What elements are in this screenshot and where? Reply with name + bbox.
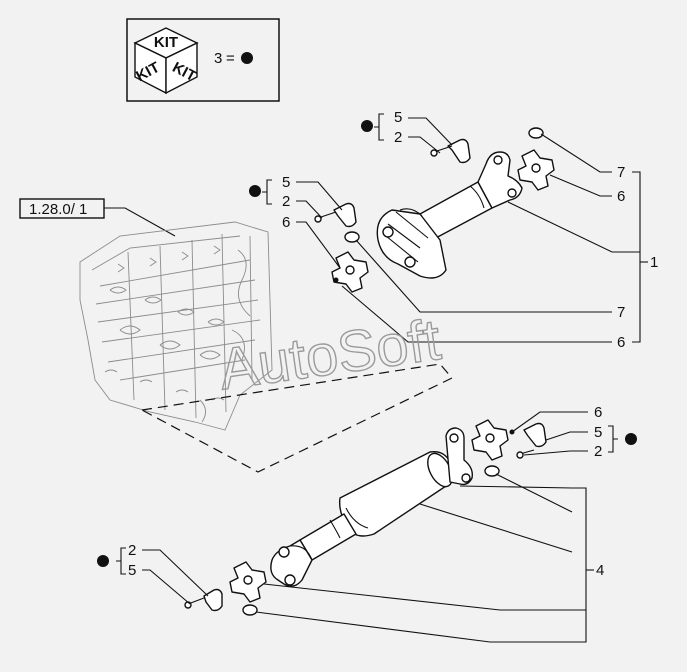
callout-6[interactable]: 6 <box>617 188 625 205</box>
callout-7[interactable]: 7 <box>617 304 625 321</box>
upper-left-ring[interactable] <box>344 231 360 243</box>
kit-dot-icon <box>97 555 109 567</box>
lower-right-ring[interactable] <box>484 465 500 477</box>
kit-top-text: KIT <box>154 34 178 51</box>
callout-5[interactable]: 5 <box>594 424 602 441</box>
reference-text: 1.28.0/ 1 <box>29 201 87 218</box>
callout-2[interactable]: 2 <box>282 193 290 210</box>
callout-5[interactable]: 5 <box>128 562 136 579</box>
callout-6[interactable]: 6 <box>617 334 625 351</box>
callout-2[interactable]: 2 <box>128 542 136 559</box>
upper-right-spider[interactable] <box>517 149 555 191</box>
connection-outline <box>141 363 453 473</box>
callout-2[interactable]: 2 <box>394 129 402 146</box>
callout-assembly-4[interactable]: 4 <box>596 562 604 579</box>
callout-5[interactable]: 5 <box>394 109 402 126</box>
lower-right-clamp[interactable] <box>516 422 547 459</box>
legend-equals: = <box>226 50 235 67</box>
upper-left-clamp[interactable] <box>314 202 357 228</box>
leader-lines <box>142 117 648 643</box>
lower-left-ring[interactable] <box>242 604 258 616</box>
upper-right-ring[interactable] <box>528 127 544 139</box>
lower-left-clamp[interactable] <box>184 588 223 612</box>
callout-5[interactable]: 5 <box>282 174 290 191</box>
kit-dot-icon <box>625 433 637 445</box>
callout-6[interactable]: 6 <box>594 404 602 421</box>
kit-cube-icon: KIT KIT KIT <box>133 27 199 95</box>
reference-leader <box>104 207 176 237</box>
callout-assembly-1[interactable]: 1 <box>650 254 658 271</box>
group-braces <box>116 113 618 575</box>
kit-legend: KIT KIT KIT 3 = <box>126 18 280 102</box>
kit-dot-icon <box>361 120 373 132</box>
callout-2[interactable]: 2 <box>594 443 602 460</box>
kit-dot-icon <box>241 52 253 64</box>
lower-right-spider[interactable] <box>471 419 515 461</box>
upper-propeller-shaft[interactable] <box>376 151 523 279</box>
callout-6[interactable]: 6 <box>282 214 290 231</box>
upper-left-spider[interactable] <box>331 251 369 293</box>
upper-clamp[interactable] <box>430 138 471 164</box>
lower-propeller-shaft[interactable] <box>270 427 474 587</box>
engine-block <box>79 221 273 431</box>
callout-7[interactable]: 7 <box>617 164 625 181</box>
lower-left-spider[interactable] <box>229 561 267 603</box>
legend-number: 3 <box>214 50 222 67</box>
kit-dot-icon <box>249 185 261 197</box>
reference-label[interactable]: 1.28.0/ 1 <box>19 198 105 219</box>
